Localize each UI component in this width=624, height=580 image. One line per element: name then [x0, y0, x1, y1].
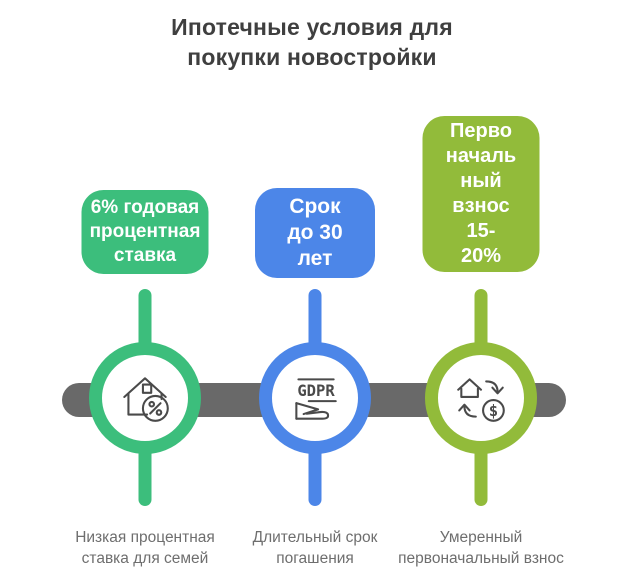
milestone-interest-rate: 6% годовая процентная ставка Низкая проц…	[55, 0, 235, 580]
gdpr-label: GDPR	[297, 382, 335, 400]
timeline-node: $	[425, 342, 537, 454]
connector-top	[138, 289, 152, 357]
badge-interest-rate: 6% годовая процентная ставка	[81, 190, 209, 274]
connector-bottom	[308, 441, 322, 506]
caption-interest-rate: Низкая процентная ставка для семей	[75, 529, 215, 568]
milestone-loan-term: Срок до 30 лет GDPR Длительный срок пога…	[225, 0, 405, 580]
dollar-sign: $	[489, 402, 498, 420]
connector-top	[308, 289, 322, 357]
page-title: Ипотечные условия для покупки новостройк…	[171, 14, 453, 71]
caption-down-payment: Умеренный первоначальный взнос	[398, 529, 564, 568]
timeline-node: GDPR	[259, 342, 371, 454]
house-dollar-exchange-icon: $	[457, 378, 505, 422]
connector-bottom	[138, 441, 152, 506]
milestone-down-payment: Перво началь ный взнос 15- 20% $ Умеренн…	[391, 0, 571, 580]
caption-loan-term: Длительный срок погашения	[252, 529, 378, 568]
connector-top	[474, 289, 488, 357]
badge-loan-term: Срок до 30 лет	[255, 188, 375, 278]
house-percent-icon	[123, 377, 169, 422]
connector-bottom	[474, 441, 488, 506]
gdpr-stamp-icon: GDPR	[295, 378, 337, 420]
timeline-node	[89, 342, 201, 454]
badge-down-payment: Перво началь ный взнос 15- 20%	[422, 116, 540, 272]
